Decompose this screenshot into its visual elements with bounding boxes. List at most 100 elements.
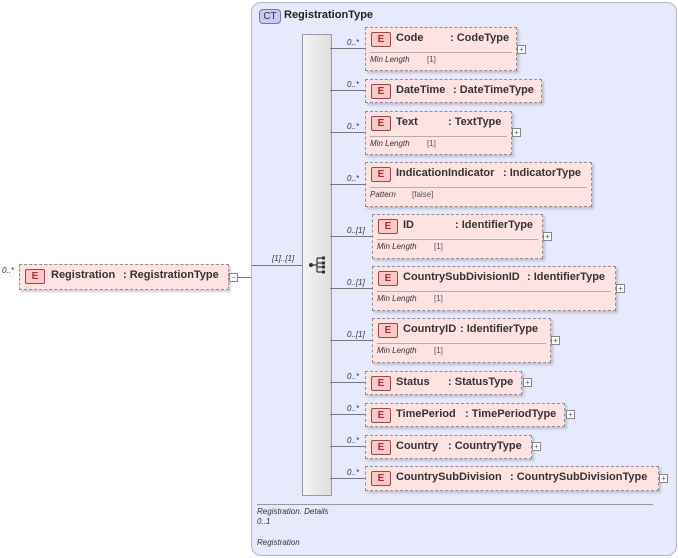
element-countrysubdivisionid[interactable]: E CountrySubDivisionID : IdentifierType … [372, 266, 616, 311]
element-text[interactable]: E Text : TextType Min Length [1] [365, 111, 512, 155]
expand-icon[interactable]: + [566, 410, 575, 419]
element-countrysubdivision[interactable]: E CountrySubDivision : CountrySubDivisio… [365, 466, 659, 491]
facet-label: Min Length [377, 346, 417, 355]
element-name: DateTime [396, 84, 446, 96]
facet-label: Min Length [370, 55, 410, 64]
element-tag: E [371, 84, 391, 99]
expand-icon[interactable]: + [543, 232, 552, 241]
root-element-registration[interactable]: E Registration : RegistrationType [19, 264, 229, 290]
element-type: : IdentifierType [527, 271, 606, 283]
element-code[interactable]: E Code : CodeType Min Length [1] [365, 27, 517, 71]
facet-separator [377, 291, 611, 292]
facet-value: [1] [427, 139, 436, 148]
complex-type-tag: CT [259, 9, 281, 24]
expand-icon[interactable]: + [517, 45, 526, 54]
element-tag: E [371, 440, 391, 455]
expand-icon[interactable]: + [551, 336, 560, 345]
element-type: : IdentifierType [460, 323, 539, 335]
element-tag: E [371, 376, 391, 391]
element-tag: E [378, 219, 398, 234]
child-connector [330, 184, 365, 185]
root-connector [238, 277, 252, 278]
element-cardinality: 0..[1] [347, 226, 365, 235]
sequence-connector [252, 265, 302, 266]
facet-value: [1] [434, 294, 443, 303]
facet-value: [false] [412, 190, 434, 199]
root-element-name: Registration [51, 269, 116, 281]
element-cardinality: 0..* [347, 468, 360, 477]
facet-label: Pattern [370, 190, 396, 199]
element-tag: E [378, 323, 398, 338]
element-tag: E [371, 167, 391, 182]
element-cardinality: 0..* [347, 38, 360, 47]
element-country[interactable]: E Country : CountryType [365, 435, 532, 459]
expand-icon[interactable]: + [659, 474, 668, 483]
facet-label: Min Length [377, 242, 417, 251]
element-type: : TextType [448, 116, 502, 128]
expand-icon[interactable]: + [532, 442, 541, 451]
child-connector [330, 90, 365, 91]
element-datetime[interactable]: E DateTime : DateTimeType [365, 79, 542, 103]
sequence-icon [309, 256, 325, 274]
element-name: IndicationIndicator [396, 167, 495, 179]
element-cardinality: 0..* [347, 372, 360, 381]
facet-separator [377, 239, 538, 240]
element-name: Status [396, 376, 430, 388]
child-connector [330, 414, 365, 415]
element-indicationindicator[interactable]: E IndicationIndicator : IndicatorType Pa… [365, 162, 592, 207]
element-type: : IndicatorType [503, 167, 582, 179]
root-element-type: : RegistrationType [123, 269, 219, 281]
element-cardinality: 0..* [347, 404, 360, 413]
child-connector [330, 132, 365, 133]
element-cardinality: 0..* [347, 436, 360, 445]
element-status[interactable]: E Status : StatusType [365, 371, 522, 395]
sequence-cardinality: [1]..[1] [272, 254, 295, 263]
element-cardinality: 0..* [347, 174, 360, 183]
expand-icon[interactable]: + [523, 378, 532, 387]
element-countryid[interactable]: E CountryID : IdentifierType Min Length … [372, 318, 551, 363]
element-type: : CountrySubDivisionType [510, 471, 648, 483]
element-name: TimePeriod [396, 408, 456, 420]
collapse-icon[interactable]: − [229, 273, 238, 282]
element-tag: E [371, 116, 391, 131]
expand-icon[interactable]: + [512, 128, 521, 137]
element-id[interactable]: E ID : IdentifierType Min Length [1] [372, 214, 543, 259]
element-type: : DateTimeType [453, 84, 534, 96]
facet-label: Min Length [370, 139, 410, 148]
child-connector [330, 236, 372, 237]
footer-separator [257, 504, 653, 505]
element-tag: E [25, 269, 45, 284]
element-cardinality: 0..* [347, 122, 360, 131]
facet-label: Min Length [377, 294, 417, 303]
element-type: : IdentifierType [455, 219, 534, 231]
expand-icon[interactable]: + [616, 284, 625, 293]
element-timeperiod[interactable]: E TimePeriod : TimePeriodType [365, 403, 565, 427]
facet-separator [370, 136, 507, 137]
child-connector [330, 478, 365, 479]
element-name: CountryID [403, 323, 457, 335]
element-type: : StatusType [448, 376, 514, 388]
child-connector [330, 446, 365, 447]
annotation-cardinality: 0..1 [257, 517, 271, 526]
annotation-details: Registration. Details [257, 507, 329, 516]
element-name: Text [396, 116, 418, 128]
element-name: Code [396, 32, 424, 44]
child-connector [330, 48, 365, 49]
element-name: CountrySubDivisionID [403, 271, 520, 283]
facet-separator [377, 343, 546, 344]
element-cardinality: 0..* [347, 80, 360, 89]
element-name: ID [403, 219, 414, 231]
sequence-compositor [302, 34, 332, 496]
element-cardinality: 0..[1] [347, 278, 365, 287]
element-type: : TimePeriodType [465, 408, 557, 420]
facet-value: [1] [434, 346, 443, 355]
complex-type-name: RegistrationType [284, 9, 374, 21]
element-tag: E [371, 408, 391, 423]
element-tag: E [378, 271, 398, 286]
child-connector [330, 340, 372, 341]
element-type: : CodeType [450, 32, 510, 44]
root-cardinality: 0..* [2, 266, 15, 275]
element-name: Country [396, 440, 439, 452]
child-connector [330, 382, 365, 383]
facet-value: [1] [434, 242, 443, 251]
